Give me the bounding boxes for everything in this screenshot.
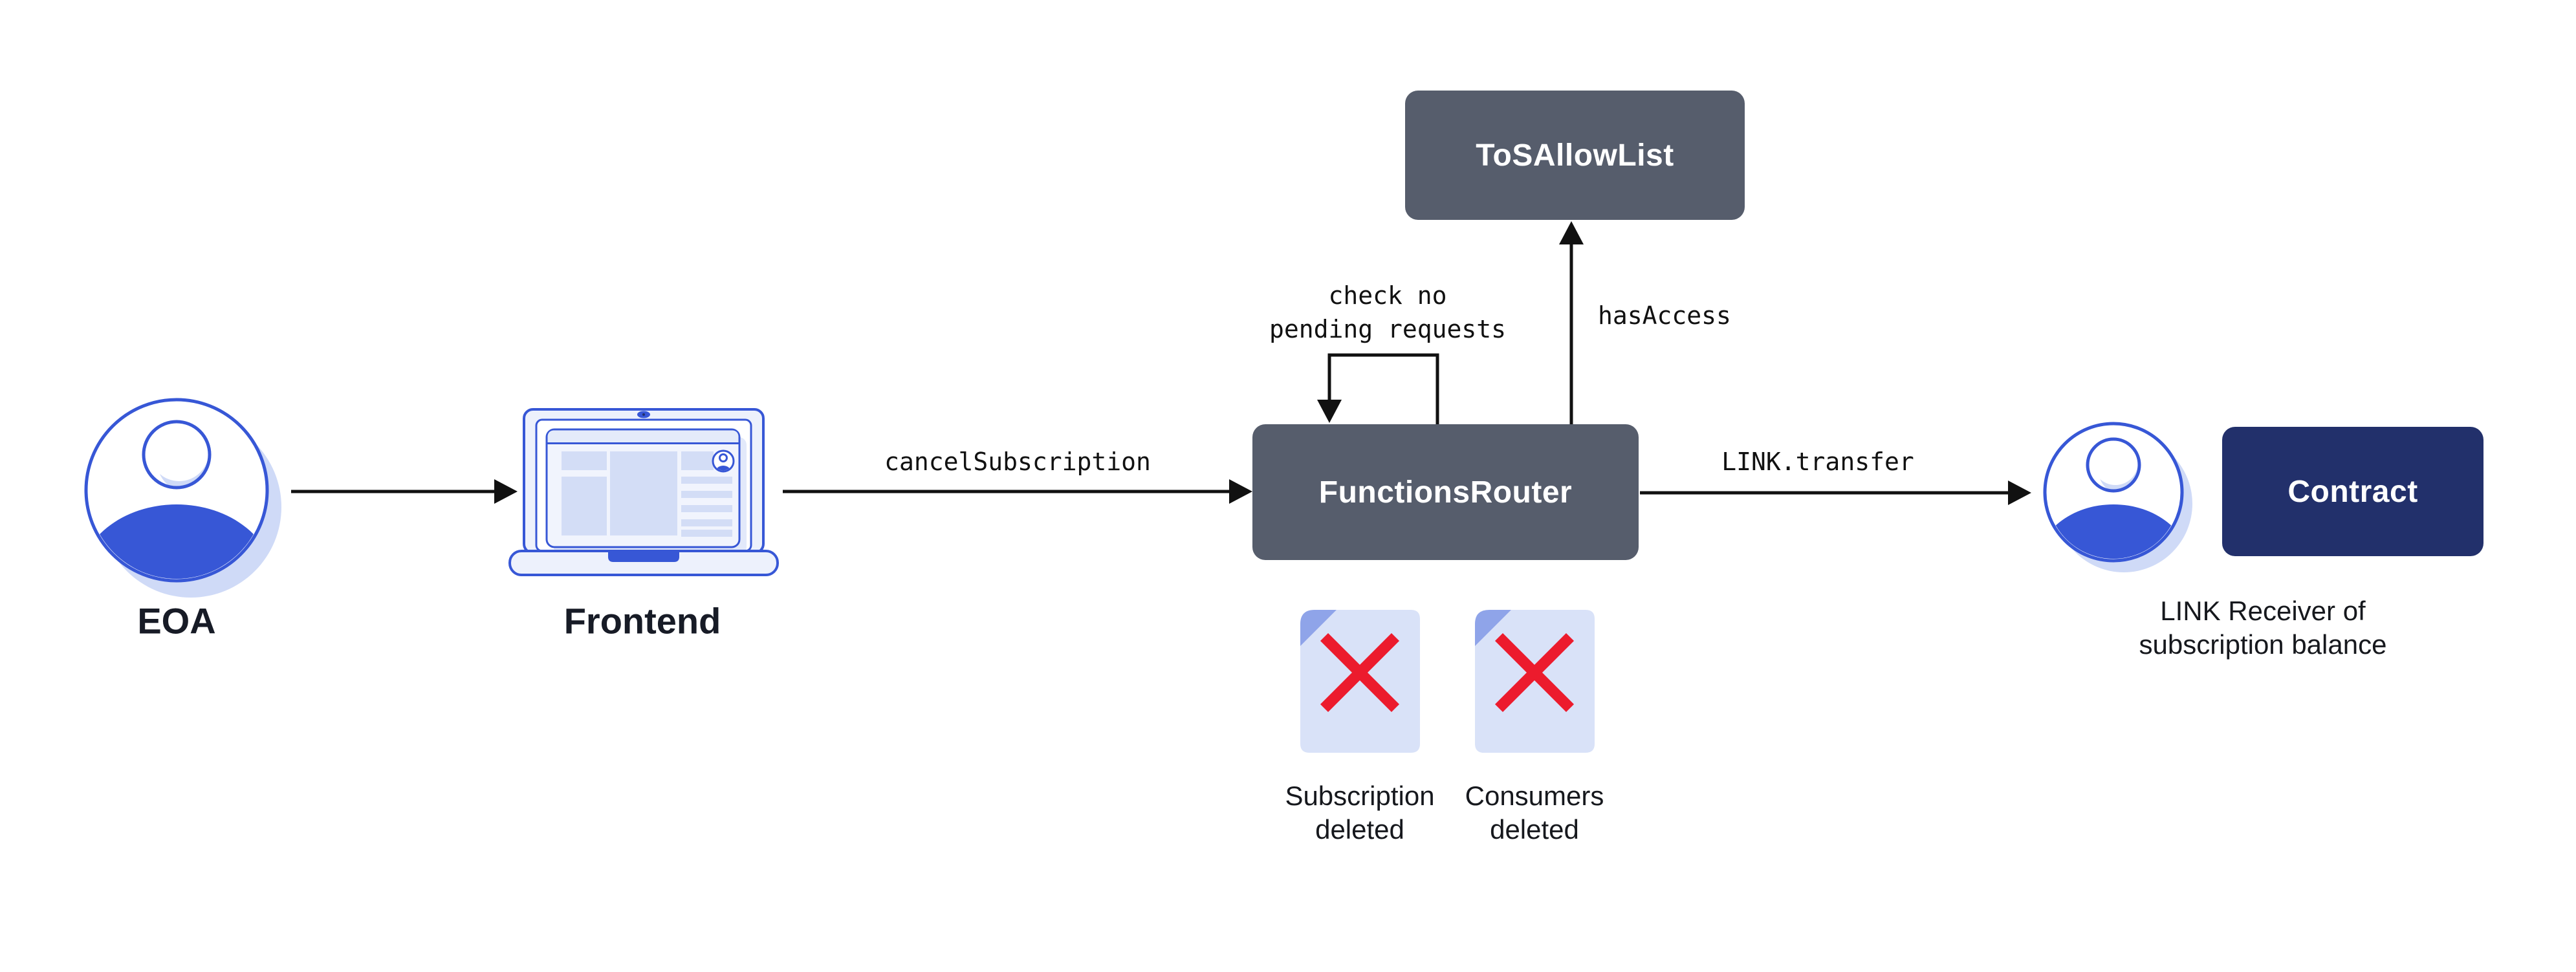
caption-line: Subscription bbox=[1285, 781, 1435, 811]
arrow-router-to-receiver bbox=[1640, 481, 2031, 505]
arrow-frontend-to-router bbox=[783, 479, 1252, 504]
arrows bbox=[291, 221, 2031, 505]
node-label: FunctionsRouter bbox=[1318, 475, 1573, 510]
laptop-base-notch bbox=[608, 551, 679, 562]
edge-label-has-access: hasAccess bbox=[1598, 301, 1731, 330]
document-icon-consumers-deleted bbox=[1475, 610, 1595, 753]
edge-label-cancel-subscription: cancelSubscription bbox=[884, 448, 1151, 476]
x-icon bbox=[1320, 632, 1400, 713]
user-icon-body bbox=[2047, 504, 2180, 559]
caption-line: deleted bbox=[1490, 814, 1579, 845]
caption-subscription-deleted: Subscription deleted bbox=[1285, 779, 1434, 847]
document-page bbox=[1300, 610, 1420, 753]
user-icon-eoa bbox=[84, 398, 281, 598]
node-label: Contract bbox=[2287, 474, 2418, 509]
user-icon-head bbox=[2086, 437, 2141, 493]
user-icon-head bbox=[142, 420, 212, 490]
arrow-eoa-to-frontend bbox=[291, 479, 518, 504]
document-page bbox=[1475, 610, 1595, 753]
user-icon-body bbox=[88, 504, 265, 579]
node-functions-router: FunctionsRouter bbox=[1252, 424, 1639, 560]
caption-line: subscription balance bbox=[2139, 629, 2387, 660]
x-icon bbox=[1494, 632, 1575, 713]
laptop-icon bbox=[508, 408, 779, 576]
caption-eoa: EOA bbox=[137, 600, 216, 642]
caption-line: deleted bbox=[1315, 814, 1404, 845]
user-icon-receiver bbox=[2043, 422, 2192, 572]
document-icon-subscription-deleted bbox=[1300, 610, 1420, 753]
node-contract: Contract bbox=[2222, 427, 2483, 556]
node-tos-allow-list: ToSAllowList bbox=[1405, 91, 1745, 220]
document-fold bbox=[1475, 610, 1511, 646]
document-fold bbox=[1300, 610, 1337, 646]
arrow-router-to-tos bbox=[1559, 221, 1584, 424]
browser-content-blocks bbox=[562, 451, 732, 537]
edge-label-line: check no bbox=[1328, 281, 1447, 310]
browser-header bbox=[547, 430, 739, 442]
edge-label-line: pending requests bbox=[1269, 315, 1507, 343]
caption-line: LINK Receiver of bbox=[2160, 596, 2366, 626]
browser-avatar-icon bbox=[712, 449, 735, 473]
edge-label-link-transfer: LINK.transfer bbox=[1721, 448, 1914, 476]
caption-consumers-deleted: Consumers deleted bbox=[1465, 779, 1604, 847]
arrow-router-self-loop bbox=[1317, 353, 1439, 424]
caption-frontend: Frontend bbox=[563, 600, 721, 642]
node-label: ToSAllowList bbox=[1476, 138, 1674, 173]
caption-link-receiver: LINK Receiver of subscription balance bbox=[2139, 594, 2387, 662]
edge-label-check-pending: check no pending requests bbox=[1269, 279, 1506, 346]
caption-line: Consumers bbox=[1465, 781, 1604, 811]
